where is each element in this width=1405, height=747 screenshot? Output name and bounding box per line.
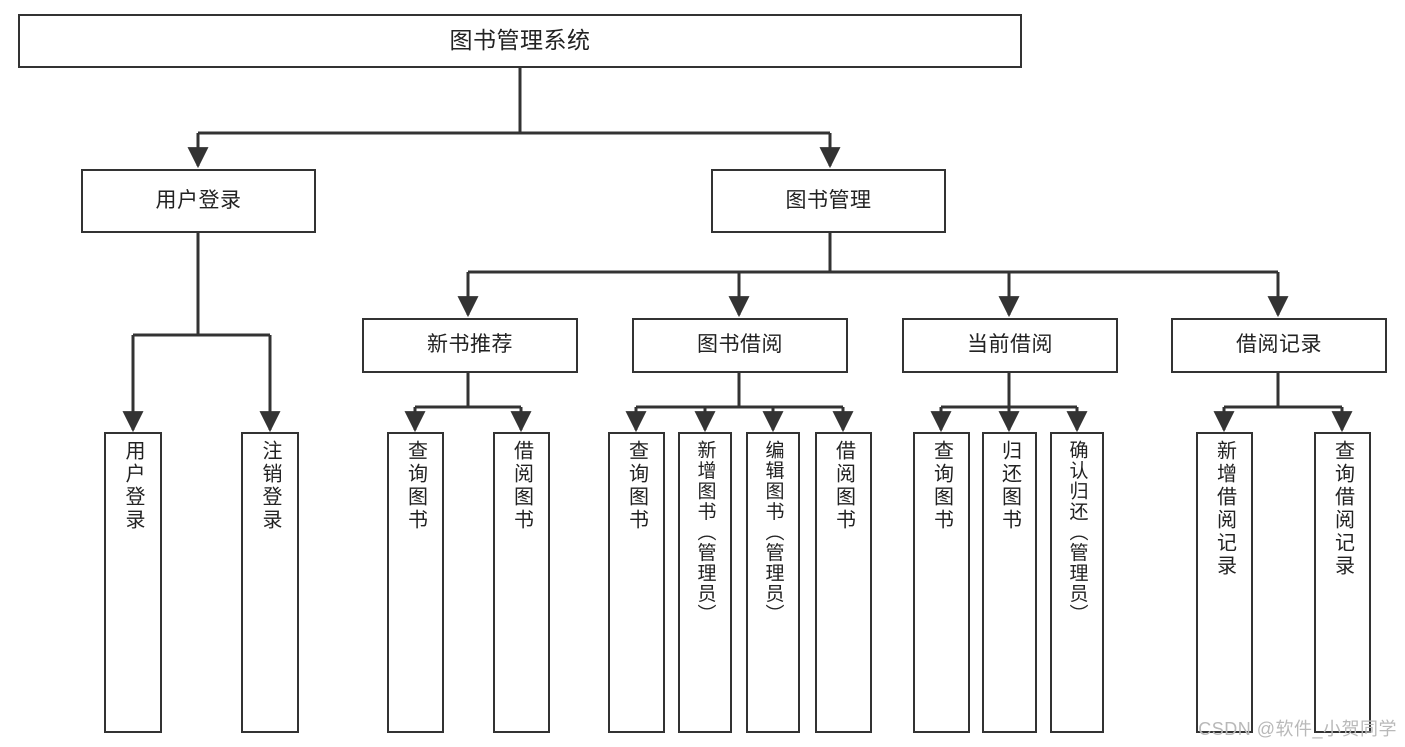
- node-label: 新增借阅记录: [1213, 440, 1236, 578]
- node-label: 借阅图书: [832, 440, 855, 532]
- node-label: 归还图书: [998, 440, 1021, 532]
- node-book-manage[interactable]: 图书管理: [711, 169, 946, 233]
- node-leaf-add-book[interactable]: 新增图书（管理员）: [678, 432, 732, 733]
- node-leaf-user-login[interactable]: 用户登录: [104, 432, 162, 733]
- watermark-text: CSDN @软件_小贺同学: [1198, 719, 1397, 739]
- node-label: 新书推荐: [427, 333, 513, 357]
- node-root-system[interactable]: 图书管理系统: [18, 14, 1022, 68]
- node-label: 图书管理系统: [449, 27, 591, 54]
- node-borrow-record[interactable]: 借阅记录: [1171, 318, 1387, 373]
- node-leaf-confirm-return[interactable]: 确认归还（管理员）: [1050, 432, 1104, 733]
- node-label: 新增图书（管理员）: [694, 440, 716, 625]
- node-leaf-query-book-2[interactable]: 查询图书: [608, 432, 665, 733]
- node-label: 借阅图书: [510, 440, 533, 532]
- node-label: 注销登录: [259, 440, 281, 532]
- node-label: 当前借阅: [967, 333, 1053, 357]
- node-label: 图书管理: [785, 188, 872, 212]
- node-label: 借阅记录: [1236, 333, 1322, 357]
- node-leaf-query-book-3[interactable]: 查询图书: [913, 432, 970, 733]
- node-leaf-add-record[interactable]: 新增借阅记录: [1196, 432, 1253, 733]
- node-label: 查询图书: [930, 440, 953, 532]
- node-label: 用户登录: [155, 188, 242, 212]
- node-label: 确认归还（管理员）: [1066, 440, 1088, 625]
- node-label: 用户登录: [122, 440, 144, 532]
- node-label: 编辑图书（管理员）: [762, 440, 784, 625]
- node-leaf-borrow-book-2[interactable]: 借阅图书: [815, 432, 872, 733]
- node-new-book-recommend[interactable]: 新书推荐: [362, 318, 578, 373]
- node-leaf-return-book[interactable]: 归还图书: [982, 432, 1037, 733]
- node-leaf-edit-book[interactable]: 编辑图书（管理员）: [746, 432, 800, 733]
- node-label: 查询图书: [625, 440, 648, 532]
- node-label: 图书借阅: [697, 333, 783, 357]
- node-leaf-logout[interactable]: 注销登录: [241, 432, 299, 733]
- node-leaf-query-record[interactable]: 查询借阅记录: [1314, 432, 1371, 733]
- node-label: 查询借阅记录: [1331, 440, 1354, 578]
- node-leaf-borrow-book-1[interactable]: 借阅图书: [493, 432, 550, 733]
- node-user-login[interactable]: 用户登录: [81, 169, 316, 233]
- node-book-borrow[interactable]: 图书借阅: [632, 318, 848, 373]
- node-leaf-query-book-1[interactable]: 查询图书: [387, 432, 444, 733]
- node-label: 查询图书: [404, 440, 427, 532]
- node-current-borrow[interactable]: 当前借阅: [902, 318, 1118, 373]
